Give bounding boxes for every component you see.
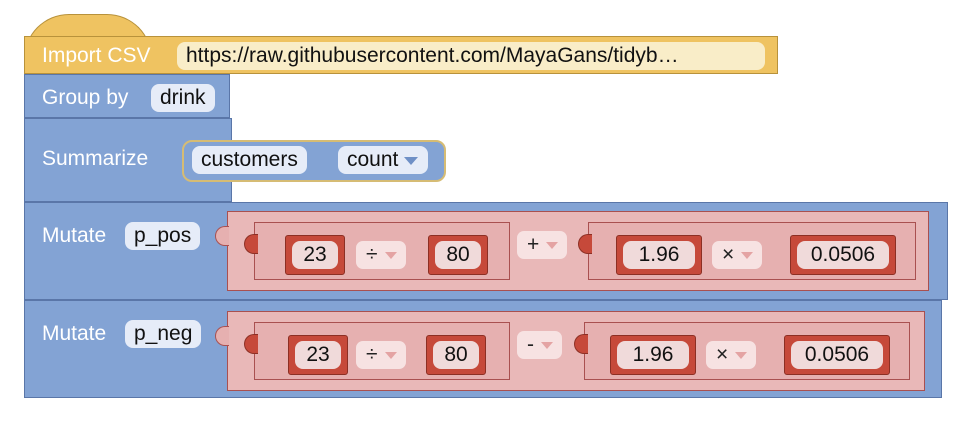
group-by-label: Group by [42,86,129,109]
division-connector [244,234,258,254]
group-field-drink[interactable]: drink [151,84,215,112]
number-value[interactable]: 0.0506 [791,341,883,369]
divide-operator-dropdown[interactable]: ÷ [356,241,406,269]
number-value[interactable]: 0.0506 [797,241,889,269]
minus-operator-dropdown[interactable]: - [517,331,562,359]
plus-operator-dropdown[interactable]: + [517,231,568,259]
multiplication-connector [578,234,592,254]
summarize-label: Summarize [42,147,149,170]
number-block[interactable]: 80 [426,335,486,375]
mutate-field-p-pos[interactable]: p_pos [125,222,201,250]
mutate-label: Mutate [42,322,107,345]
divide-operator-dropdown[interactable]: ÷ [356,341,406,369]
number-block[interactable]: 0.0506 [784,335,890,375]
multiply-operator-dropdown[interactable]: × [706,341,757,369]
multiply-operator-dropdown[interactable]: × [712,241,763,269]
division-connector [244,334,258,354]
url-field[interactable]: https://raw.githubusercontent.com/MayaGa… [177,42,765,70]
number-block[interactable]: 1.96 [616,235,702,275]
number-value[interactable]: 1.96 [623,241,695,269]
addition-connector [215,226,229,246]
number-value[interactable]: 1.96 [617,341,689,369]
number-value[interactable]: 80 [435,241,481,269]
mutate-field-p-neg[interactable]: p_neg [125,320,202,348]
summarize-function-dropdown[interactable]: count [338,146,429,174]
number-block[interactable]: 80 [428,235,488,275]
number-block[interactable]: 23 [288,335,348,375]
number-block[interactable]: 0.0506 [790,235,896,275]
subtraction-connector [215,326,229,346]
multiplication-connector [574,334,588,354]
number-block[interactable]: 23 [285,235,345,275]
number-value[interactable]: 80 [433,341,479,369]
group-by-block[interactable]: Group by drink [24,74,230,118]
mutate-label: Mutate [42,224,107,247]
number-value[interactable]: 23 [295,341,341,369]
summarize-column-field[interactable]: customers [192,146,307,174]
number-block[interactable]: 1.96 [610,335,696,375]
import-csv-label: Import CSV [42,44,151,67]
number-value[interactable]: 23 [292,241,338,269]
import-csv-block[interactable]: Import CSV https://raw.githubusercontent… [24,36,778,74]
